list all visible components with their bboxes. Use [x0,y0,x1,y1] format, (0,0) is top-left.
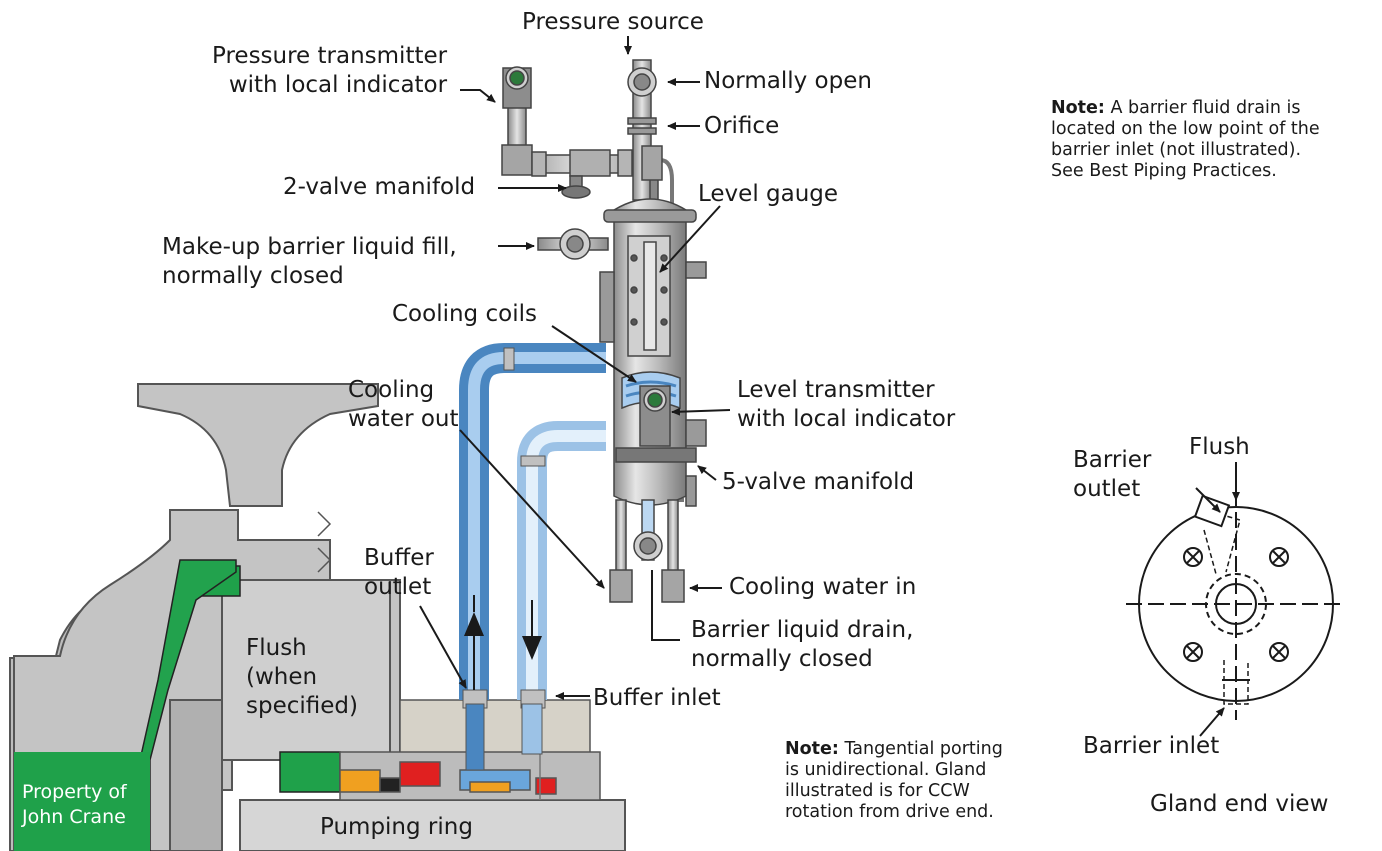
bolt-holes [1183,547,1289,662]
label-cooling-coils: Cooling coils [392,301,537,327]
buffer-inlet-pipe [517,421,606,709]
green-gasket [14,559,341,851]
note-tangential-porting-text: Tangential porting is unidirectional. Gl… [785,739,1003,822]
label-pumping-ring: Pumping ring [320,814,473,840]
gland-ports [465,703,543,771]
note-tangential-porting-heading: Note: [785,739,839,759]
note-barrier-drain-text: A barrier fluid drain is located on the … [1051,98,1320,181]
label-orifice: Orifice [704,113,780,139]
label-buffer-inlet: Buffer inlet [593,685,721,711]
flow-up-arrow [464,612,484,636]
label-normally-open: Normally open [704,68,872,94]
label-pressure-source: Pressure source [522,9,704,35]
label-cooling-water-in: Cooling water in [729,574,917,600]
note-barrier-drain: Note: A barrier fluid drain is located o… [1051,98,1320,182]
label-5-valve-manifold: 5-valve manifold [722,469,915,495]
label-gland-end-view: Gland end view [1150,791,1329,817]
label-level-gauge: Level gauge [698,181,839,207]
label-cooling-water-out: Cooling water out [348,377,459,432]
label-gland-flush: Flush [1189,434,1250,460]
note-barrier-drain-heading: Note: [1051,98,1105,118]
label-gland-barrier-inlet: Barrier inlet [1083,733,1220,759]
leader-lines [419,36,1240,737]
gland-end-view [1126,490,1346,720]
barrier-reservoir [501,59,707,603]
label-2-valve-manifold: 2-valve manifold [283,174,476,200]
label-flush-when-specified: Flush (when specified) [246,635,358,719]
label-pressure-transmitter: Pressure transmitter with local indicato… [212,43,448,98]
label-gland-barrier-outlet: Barrier outlet [1073,447,1152,502]
label-makeup-fill: Make-up barrier liquid fill, normally cl… [162,234,457,289]
label-level-transmitter: Level transmitter with local indicator [737,377,956,432]
flow-down-arrow [522,636,542,660]
label-barrier-liquid-drain: Barrier liquid drain, normally closed [691,617,914,672]
label-owner: Property of John Crane [22,781,127,828]
label-buffer-outlet: Buffer outlet [364,545,434,600]
note-tangential-porting: Note: Tangential porting is unidirection… [785,739,1003,823]
